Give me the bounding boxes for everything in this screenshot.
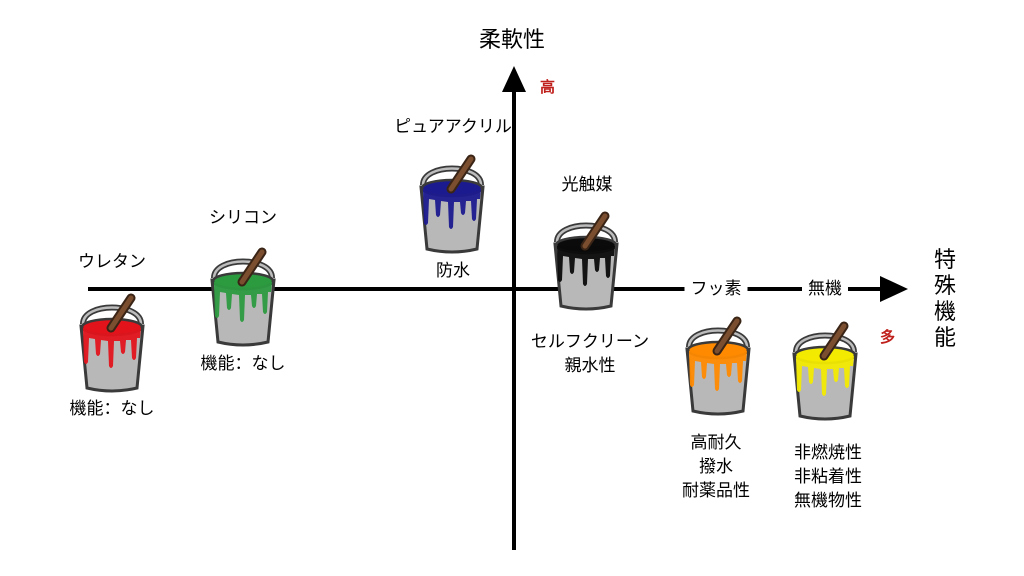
horizontal-axis-title: 特 殊 機 能 (933, 248, 956, 351)
paint-notes-urethane: 機能：なし (69, 399, 155, 419)
paint-notes-inorganic: 非燃焼性 非粘着性 無機物性 (794, 443, 862, 511)
paint-notes-photocatalyst: セルフクリーン 親水性 (530, 332, 650, 376)
horizontal-axis-many-marker: 多 (880, 328, 896, 346)
paint-bucket-photocatalyst-icon (553, 211, 619, 311)
paint-name-photocatalyst: 光触媒 (561, 175, 613, 195)
paint-bucket-inorganic-icon (792, 321, 858, 421)
paint-notes-pure-acrylic: 防水 (436, 261, 470, 281)
paint-name-urethane: ウレタン (78, 252, 146, 272)
vertical-axis-high-marker: 高 (540, 78, 556, 96)
paint-bucket-urethane-icon (79, 293, 145, 393)
paint-name-fluorine: フッ素 (684, 278, 748, 300)
paint-bucket-pure-acrylic-icon (419, 154, 485, 254)
paint-bucket-fluorine-icon (685, 316, 751, 416)
horizontal-axis-arrowhead (880, 276, 908, 302)
vertical-axis-arrowhead (502, 66, 526, 92)
paint-name-silicone: シリコン (209, 208, 277, 228)
paint-name-pure-acrylic: ピュアアクリル (394, 117, 512, 137)
paint-bucket-silicone-icon (210, 247, 276, 347)
paint-notes-silicone: 機能：なし (200, 354, 286, 374)
vertical-axis-title: 柔軟性 (478, 28, 546, 53)
paint-notes-fluorine: 高耐久 撥水 耐薬品性 (682, 433, 750, 501)
paint-name-inorganic: 無機 (802, 278, 848, 300)
